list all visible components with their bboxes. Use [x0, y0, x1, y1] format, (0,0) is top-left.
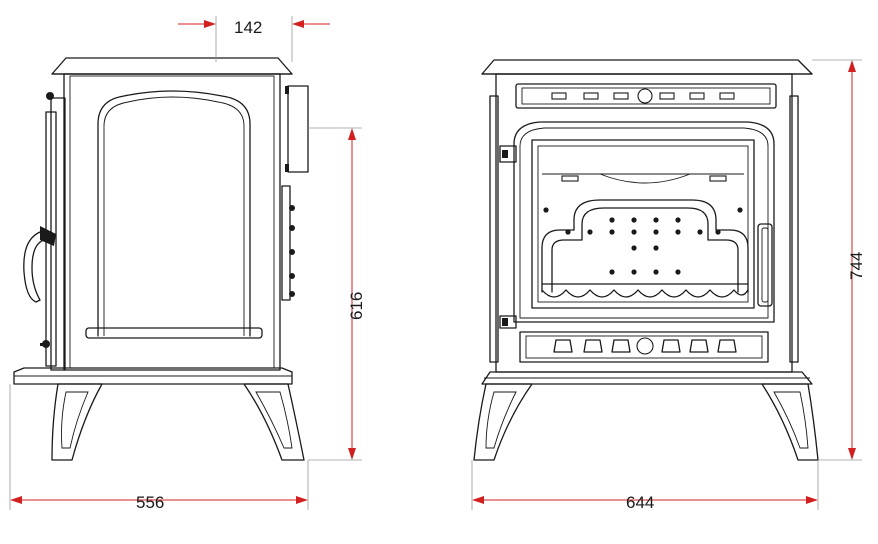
dim-label-644: 644 [626, 493, 654, 512]
dim-label-142: 142 [234, 18, 262, 37]
dimension-flue-offset: 142 [178, 16, 330, 62]
top-vent-slots [551, 88, 735, 104]
dim-label-616: 616 [347, 292, 366, 320]
dimension-front-width: 644 [471, 460, 819, 512]
front-view [473, 59, 819, 461]
dim-label-744: 744 [847, 252, 866, 280]
dim-label-556: 556 [136, 493, 164, 512]
dimension-total-height: 744 [812, 59, 866, 461]
dimension-flue-height: 616 [308, 127, 366, 461]
bottom-vent-slots [553, 337, 737, 355]
grate-rivets [543, 207, 743, 275]
dimension-side-depth: 556 [9, 384, 309, 512]
side-view [13, 57, 309, 461]
